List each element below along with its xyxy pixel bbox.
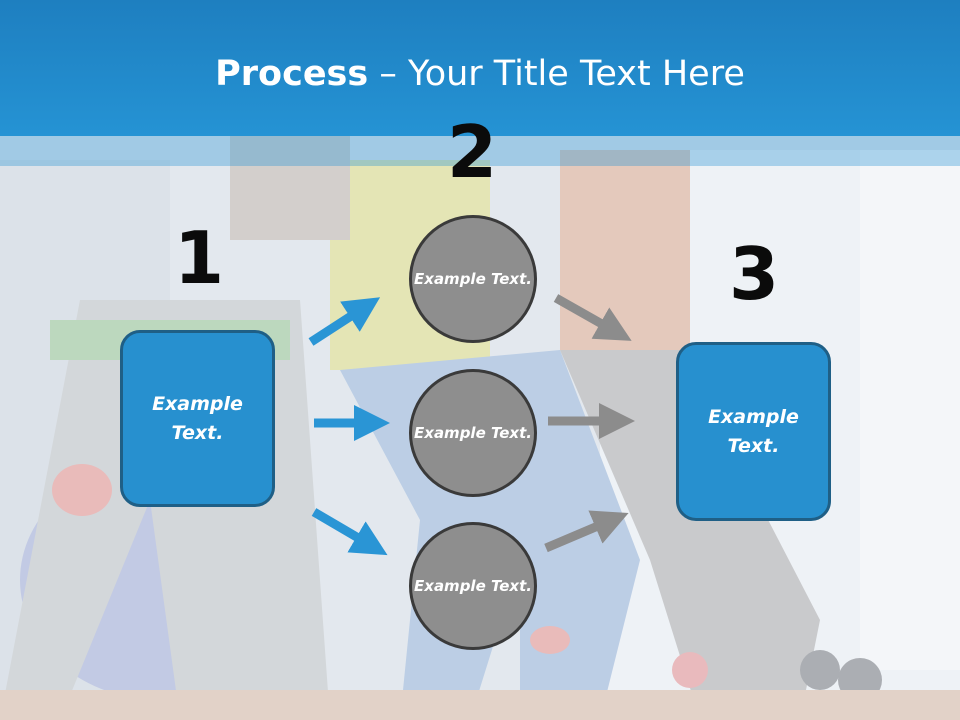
step-2-circle-top[interactable]: Example Text. — [409, 215, 537, 343]
title-bold: Process — [215, 54, 369, 94]
slide-title: Process – Your Title Text Here — [0, 52, 960, 96]
step-1-box[interactable]: Example Text. — [120, 330, 275, 507]
title-rest: – Your Title Text Here — [368, 54, 745, 94]
step-1-number: 1 — [173, 216, 225, 300]
title-bar-band — [0, 136, 960, 166]
title-bar — [0, 0, 960, 136]
step-2-circle-bottom[interactable]: Example Text. — [409, 522, 537, 650]
arrow-blue-up — [308, 297, 381, 346]
step-2-number: 2 — [446, 110, 498, 194]
arrow-gray-down — [553, 294, 632, 341]
step-3-number: 3 — [728, 232, 780, 316]
step-2-circle-middle[interactable]: Example Text. — [409, 369, 537, 497]
arrow-gray-up — [544, 510, 629, 553]
step-3-box[interactable]: Example Text. — [676, 342, 831, 521]
arrow-blue-down — [311, 508, 388, 556]
